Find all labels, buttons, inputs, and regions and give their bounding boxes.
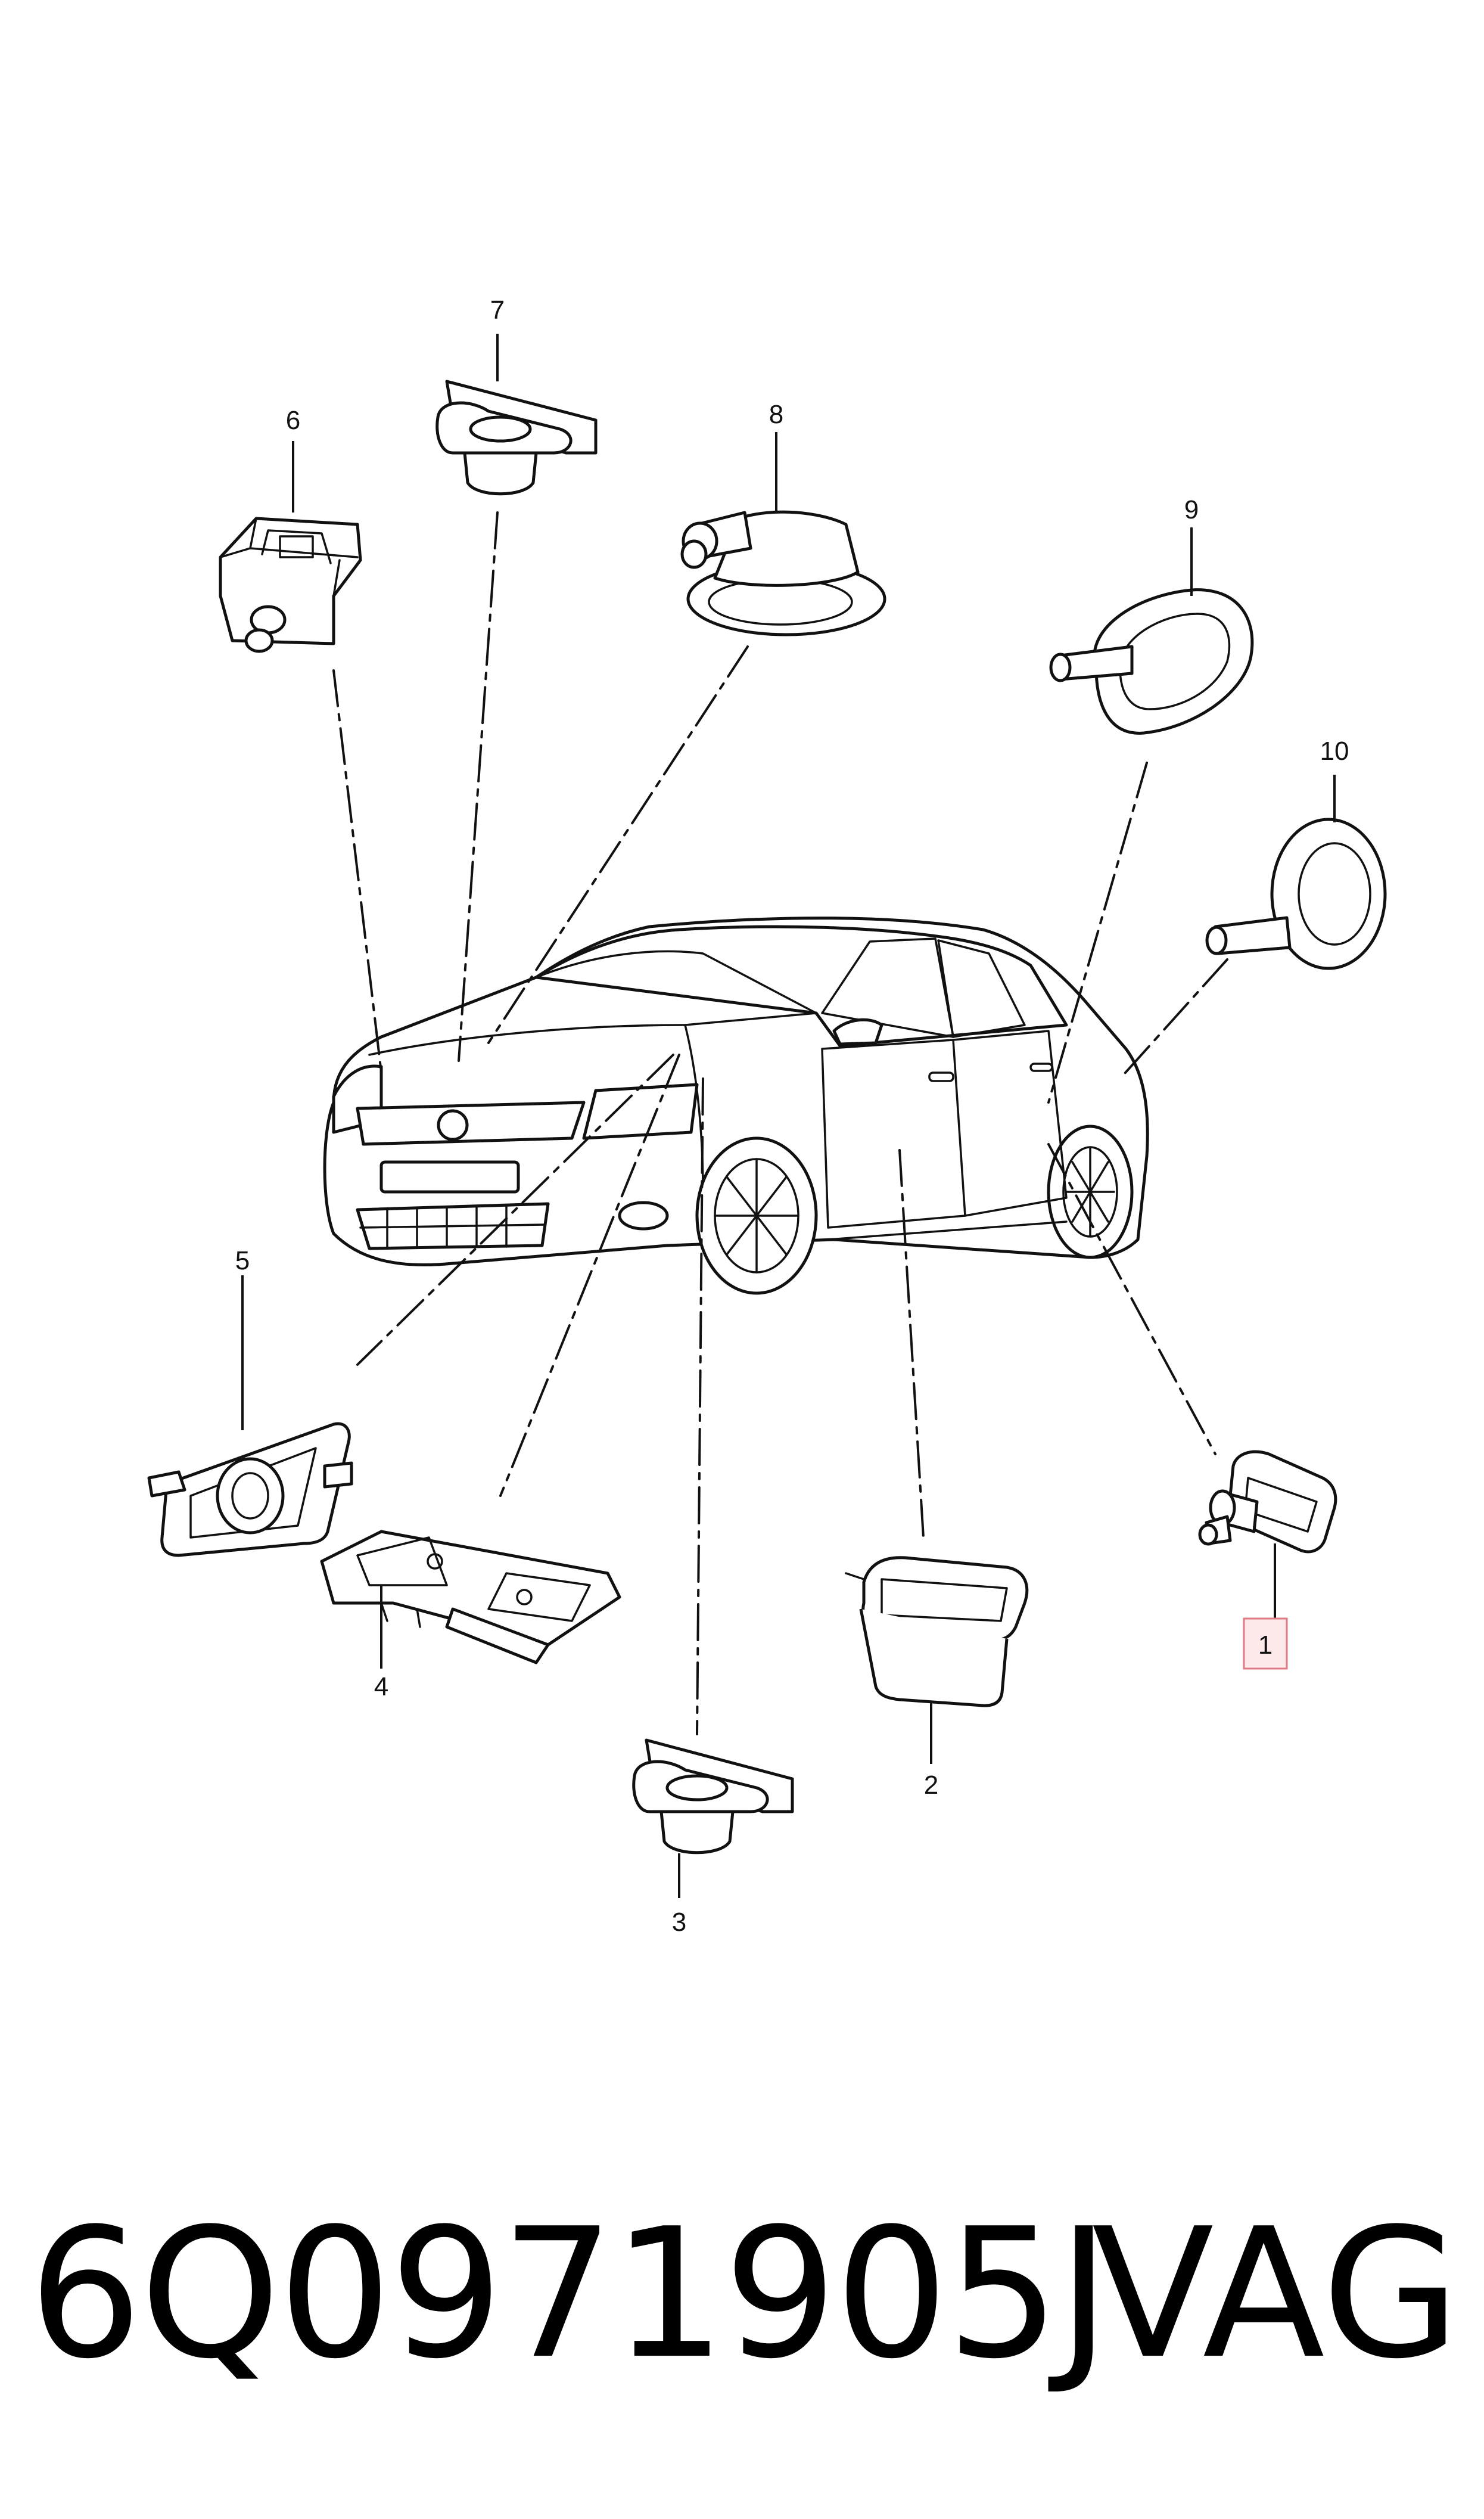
callout-leaders bbox=[241, 334, 1336, 1898]
callout-1-highlight bbox=[1243, 1617, 1288, 1670]
callout-5: 5 bbox=[235, 1246, 250, 1275]
callout-9: 9 bbox=[1184, 495, 1199, 524]
part-9-grommet bbox=[1049, 588, 1254, 735]
part-4-bracket bbox=[320, 1530, 621, 1664]
part-7-clip bbox=[435, 380, 598, 496]
car-illustration bbox=[323, 917, 1149, 1295]
callout-4: 4 bbox=[374, 1672, 388, 1701]
callout-8: 8 bbox=[769, 400, 783, 429]
callout-6: 6 bbox=[286, 406, 300, 435]
callouts: 1 2 3 4 5 6 7 8 9 10 bbox=[235, 296, 1349, 1937]
part-number: 6Q0971905J bbox=[29, 2190, 1110, 2398]
part-1-side-marker bbox=[1198, 1450, 1337, 1554]
part-6-connector bbox=[219, 517, 362, 653]
part-10-grommet bbox=[1205, 818, 1387, 970]
brand-label: VAG bbox=[1091, 2190, 1460, 2398]
part-3-clip bbox=[632, 1738, 794, 1855]
part-5-housing bbox=[147, 1422, 353, 1557]
callout-1: 1 bbox=[1258, 1630, 1273, 1660]
callout-10: 10 bbox=[1320, 737, 1349, 766]
callout-3: 3 bbox=[672, 1908, 686, 1937]
callout-2: 2 bbox=[924, 1771, 938, 1800]
part-8-grommet bbox=[680, 510, 886, 636]
part-2-cover bbox=[845, 1556, 1029, 1707]
callout-7: 7 bbox=[490, 296, 505, 325]
leader-lines bbox=[332, 511, 1228, 1735]
